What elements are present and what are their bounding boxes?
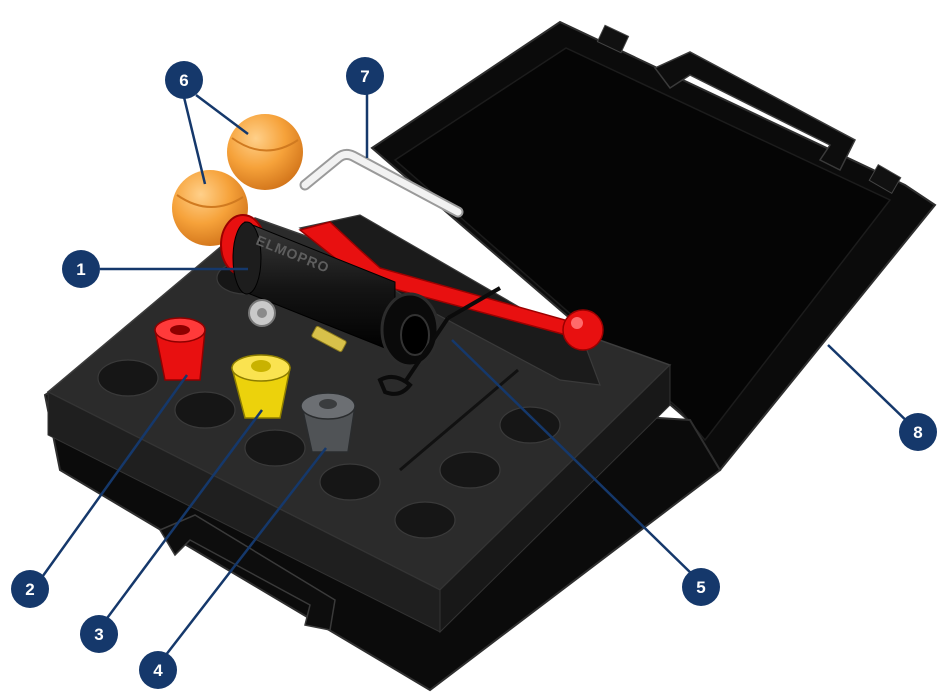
- foam-pocket: [245, 430, 305, 466]
- foam-pocket: [175, 392, 235, 428]
- callout-number: 5: [696, 578, 705, 597]
- callout-7: 7: [346, 57, 384, 95]
- foam-pocket: [440, 452, 500, 488]
- callout-4: 4: [139, 651, 177, 689]
- callout-number: 8: [913, 423, 922, 442]
- callout-number: 3: [94, 625, 103, 644]
- callout-1: 1: [62, 250, 100, 288]
- callout-5: 5: [682, 568, 720, 606]
- callout-number: 7: [360, 67, 369, 86]
- callout-number: 4: [153, 661, 163, 680]
- foam-pocket: [98, 360, 158, 396]
- callout-2: 2: [11, 570, 49, 608]
- leader-line-6a: [183, 93, 205, 184]
- callout-8: 8: [899, 413, 937, 451]
- red-cone-adapter: [155, 318, 205, 380]
- foam-pocket: [320, 464, 380, 500]
- callout-3: 3: [80, 615, 118, 653]
- leader-line-8: [828, 345, 916, 430]
- foam-pocket: [395, 502, 455, 538]
- callout-number: 6: [179, 71, 188, 90]
- tool-lever-knob: [563, 310, 603, 350]
- leader-line-6b: [196, 95, 248, 134]
- callout-6: 6: [165, 61, 203, 99]
- callout-number: 2: [25, 580, 34, 599]
- callout-number: 1: [76, 260, 85, 279]
